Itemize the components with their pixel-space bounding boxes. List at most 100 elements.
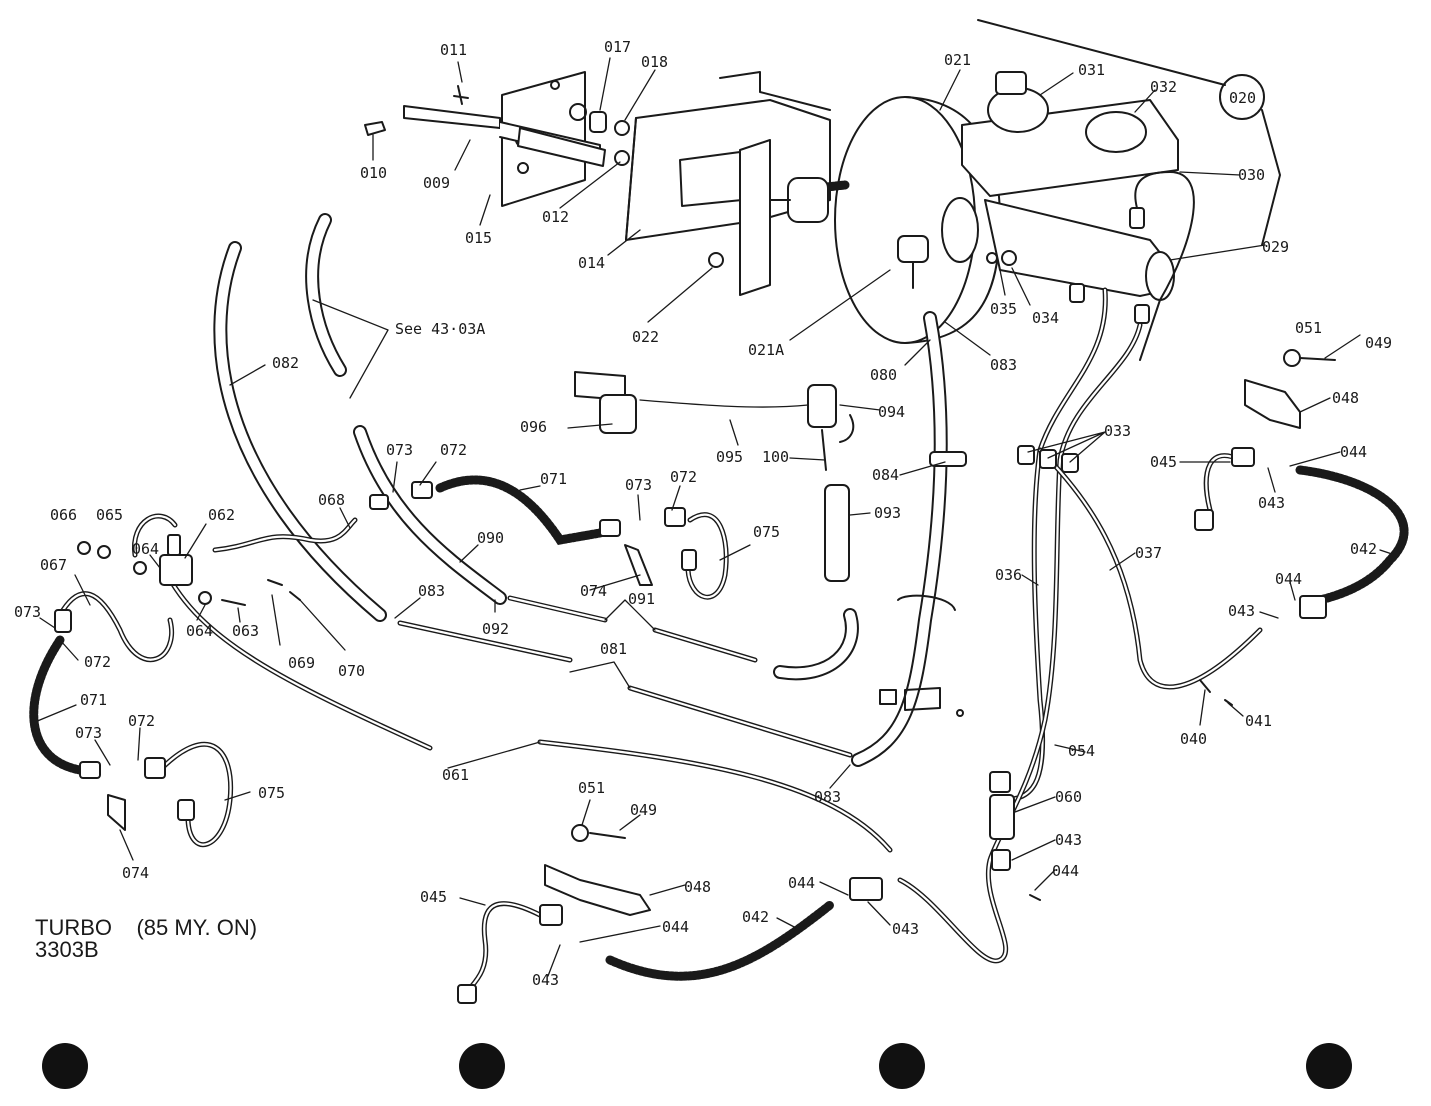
label-066: 066	[50, 506, 77, 524]
caption-line-2: 3303B	[35, 937, 99, 962]
label-075-b: 075	[258, 784, 285, 802]
label-022: 022	[632, 328, 659, 346]
part-labels: 011 017 018 010 009 015 012 014 022 021 …	[14, 38, 1392, 989]
binder-hole-4	[1306, 1043, 1352, 1089]
label-064-b: 064	[186, 622, 213, 640]
label-091: 091	[628, 590, 655, 608]
label-064-a: 064	[132, 540, 159, 558]
label-065: 065	[96, 506, 123, 524]
label-054: 054	[1068, 742, 1095, 760]
label-014: 014	[578, 254, 605, 272]
label-012: 012	[542, 208, 569, 226]
label-081: 081	[600, 640, 627, 658]
label-062: 062	[208, 506, 235, 524]
label-043-bottom-right: 043	[892, 920, 919, 938]
vacuum-hose	[851, 311, 967, 767]
brake-line-061	[162, 567, 893, 853]
label-083-bottom: 083	[814, 788, 841, 806]
leader-lines	[34, 57, 1396, 977]
label-020: 020	[1229, 89, 1256, 107]
label-034: 034	[1032, 309, 1059, 327]
label-044-right-low: 044	[1052, 862, 1079, 880]
label-083-top: 083	[990, 356, 1017, 374]
label-073-a: 073	[386, 441, 413, 459]
label-083-mid: 083	[418, 582, 445, 600]
label-044-right-mid: 044	[1275, 570, 1302, 588]
brake-servo-booster	[769, 71, 1195, 361]
label-048-right: 048	[1332, 389, 1359, 407]
label-041: 041	[1245, 712, 1272, 730]
vacuum-pipe-090	[353, 425, 507, 605]
label-044-right-top: 044	[1340, 443, 1367, 461]
fittings	[54, 349, 1336, 1004]
label-082: 082	[272, 354, 299, 372]
label-021a: 021A	[748, 341, 784, 359]
note-see-43-03a: See 43·03A	[395, 320, 485, 338]
label-063: 063	[232, 622, 259, 640]
label-072-d: 072	[128, 712, 155, 730]
label-096: 096	[520, 418, 547, 436]
label-095: 095	[716, 448, 743, 466]
label-018: 018	[641, 53, 668, 71]
brake-hose-042-right	[1295, 465, 1409, 605]
label-048-bottom: 048	[684, 878, 711, 896]
label-043-right-low: 043	[1055, 831, 1082, 849]
label-035: 035	[990, 300, 1017, 318]
label-045-bottom: 045	[420, 888, 447, 906]
valve-094	[807, 384, 837, 428]
label-093: 093	[874, 504, 901, 522]
brake-hose-042-bottom	[605, 900, 835, 981]
label-068: 068	[318, 491, 345, 509]
label-092: 092	[482, 620, 509, 638]
label-010: 010	[360, 164, 387, 182]
label-075-a: 075	[753, 523, 780, 541]
label-071-b: 071	[80, 691, 107, 709]
label-044-bottom-left: 044	[662, 918, 689, 936]
label-072-a: 072	[440, 441, 467, 459]
binder-hole-3	[879, 1043, 925, 1089]
label-036: 036	[995, 566, 1022, 584]
label-043-right-mid: 043	[1228, 602, 1255, 620]
label-044-bottom-right: 044	[788, 874, 815, 892]
label-074-b: 074	[122, 864, 149, 882]
label-033: 033	[1104, 422, 1131, 440]
label-049-bottom: 049	[630, 801, 657, 819]
label-021: 021	[944, 51, 971, 69]
label-060: 060	[1055, 788, 1082, 806]
label-073-c: 073	[14, 603, 41, 621]
label-015: 015	[465, 229, 492, 247]
label-040: 040	[1180, 730, 1207, 748]
brake-hose-071-lower	[29, 635, 85, 775]
group-circle-020	[1219, 74, 1265, 120]
label-069: 069	[288, 654, 315, 672]
label-067: 067	[40, 556, 67, 574]
label-042-bottom: 042	[742, 908, 769, 926]
hose-093	[773, 608, 859, 681]
caption-line-1: TURBO (85 MY. ON)	[35, 915, 257, 940]
label-049-right: 049	[1365, 334, 1392, 352]
label-051-right: 051	[1295, 319, 1322, 337]
label-072-b: 072	[670, 468, 697, 486]
label-043-bottom-left: 043	[532, 971, 559, 989]
label-011: 011	[440, 41, 467, 59]
binder-hole-2	[459, 1043, 505, 1089]
label-090: 090	[477, 529, 504, 547]
label-084: 084	[872, 466, 899, 484]
label-073-b: 073	[625, 476, 652, 494]
brake-hose-071-upper	[435, 475, 605, 545]
pedal-bracket-assembly	[364, 71, 831, 296]
label-042-right: 042	[1350, 540, 1377, 558]
label-072-c: 072	[84, 653, 111, 671]
label-073-d: 073	[75, 724, 102, 742]
label-031: 031	[1078, 61, 1105, 79]
label-094: 094	[878, 403, 905, 421]
label-037: 037	[1135, 544, 1162, 562]
label-043-right-top: 043	[1258, 494, 1285, 512]
label-100: 100	[762, 448, 789, 466]
label-051-bottom: 051	[578, 779, 605, 797]
label-061: 061	[442, 766, 469, 784]
label-080: 080	[870, 366, 897, 384]
binder-hole-1	[42, 1043, 88, 1089]
label-030: 030	[1238, 166, 1265, 184]
